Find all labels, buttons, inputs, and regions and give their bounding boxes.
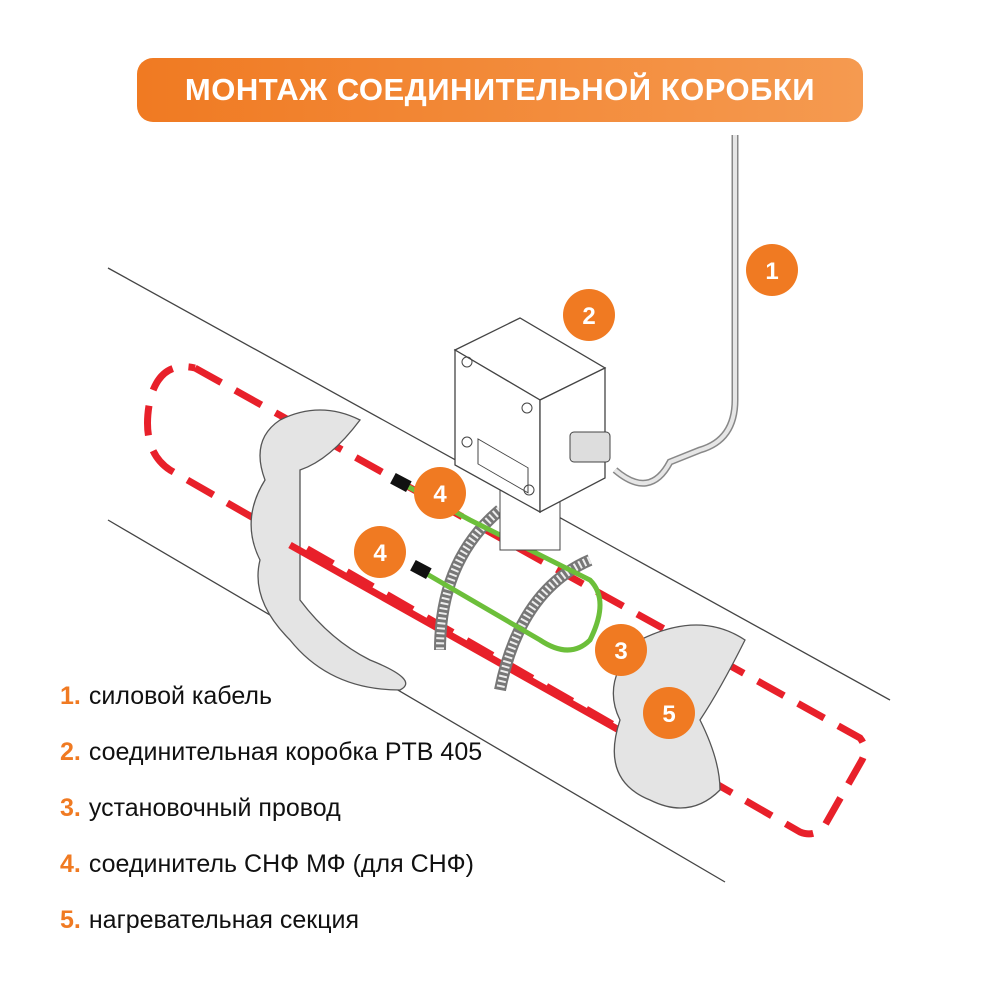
svg-text:3: 3 [614,638,627,665]
svg-text:5: 5 [662,701,675,728]
marker-2: 2 [563,289,615,341]
connector [410,559,432,579]
insulation-left [250,409,407,691]
marker-4a: 4 [414,467,466,519]
connector [390,472,412,492]
power-cable [612,135,739,487]
legend-item: 1.силовой кабель [60,682,273,710]
legend-item: 2.соединительная коробка PTB 405 [60,738,483,766]
cable-gland [569,431,611,463]
legend-item: 5.нагревательная секция [60,906,360,934]
svg-text:4: 4 [373,540,387,567]
marker-4b: 4 [354,526,406,578]
heating-section-loop [144,363,869,838]
svg-text:1: 1 [765,258,778,285]
installation-wire [403,482,603,653]
junction-box [453,317,611,551]
legend-item: 3.установочный провод [60,794,341,822]
marker-3: 3 [595,624,647,676]
page-title: МОНТАЖ СОЕДИНИТЕЛЬНОЙ КОРОБКИ [137,58,863,122]
legend-item: 4.соединитель СНФ МФ (для СНФ) [60,850,475,878]
pipe-bottom-edge [107,519,726,883]
marker-5: 5 [643,687,695,739]
svg-text:2: 2 [582,303,595,330]
marker-1: 1 [746,244,798,296]
svg-text:4: 4 [433,481,447,508]
